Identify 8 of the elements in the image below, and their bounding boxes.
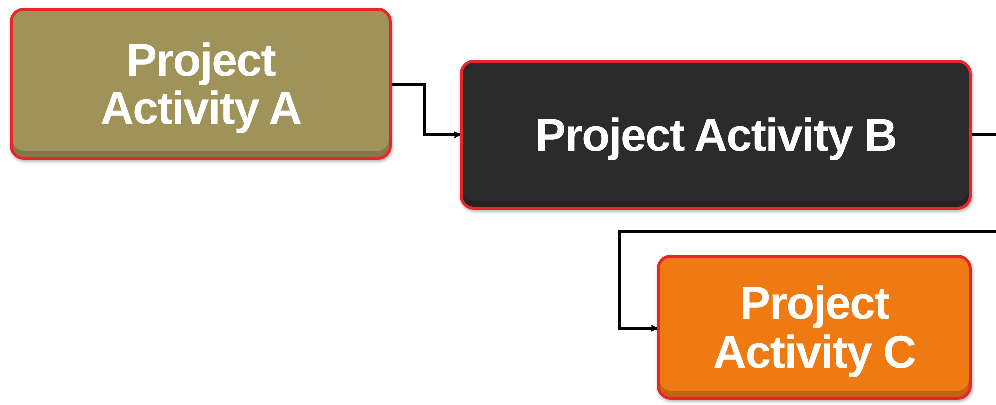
activity-box (460, 60, 972, 210)
activity-box (657, 255, 972, 400)
activity-label: Project Activity B (535, 110, 897, 160)
connector-arrow (618, 134, 996, 332)
connector-arrow (392, 84, 461, 138)
activity-label: Project Activity C (712, 279, 917, 376)
activity-label: Project Activity A (100, 36, 302, 132)
activity-box (10, 8, 392, 160)
